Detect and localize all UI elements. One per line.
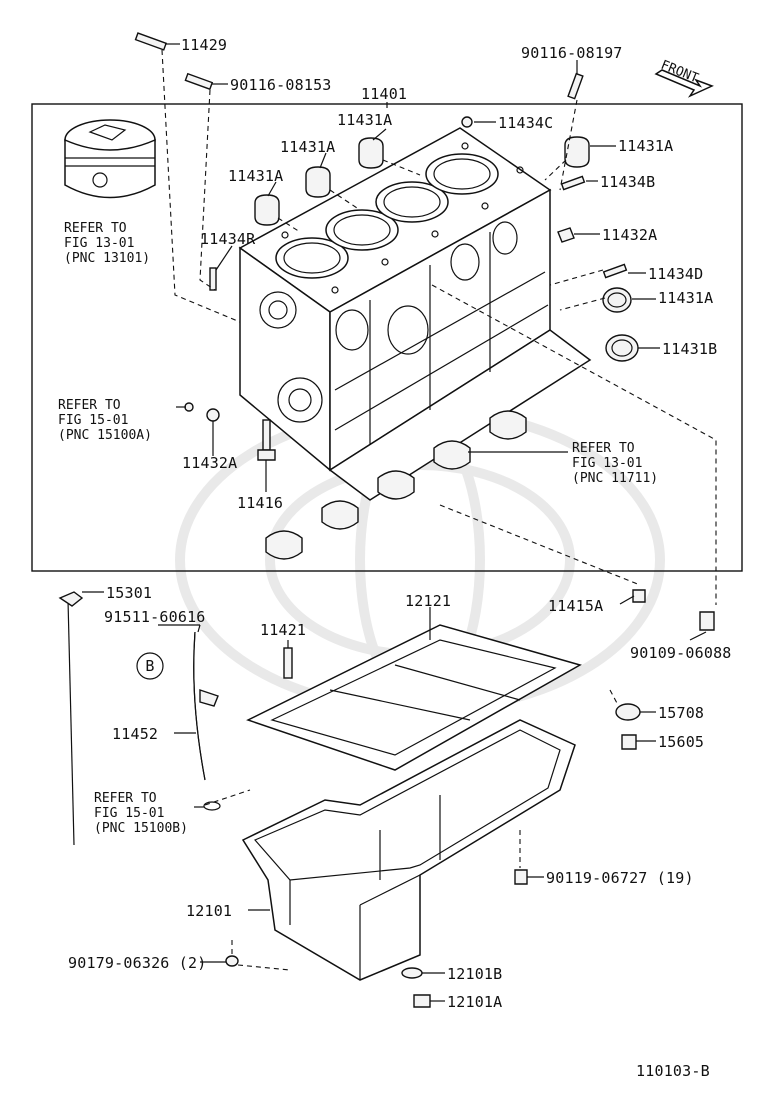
label-90116-08153: 90116-08153 — [230, 76, 332, 94]
label-15301: 15301 — [106, 584, 152, 602]
label-11432a-2: 11432A — [182, 454, 237, 472]
label-90119-06727: 90119-06727 (19) — [546, 869, 694, 887]
refer-2-line-1: REFER TO — [58, 398, 121, 413]
label-90109-06088: 90109-06088 — [630, 644, 732, 662]
label-11401: 11401 — [361, 85, 407, 103]
label-15605: 15605 — [658, 733, 704, 751]
refer-3-line-2: FIG 13-01 — [572, 456, 642, 471]
oil-pan-gasket — [246, 624, 582, 771]
refer-2-line-3: (PNC 15100A) — [58, 428, 152, 443]
refer-note-2: REFER TO FIG 15-01 (PNC 15100A) — [58, 398, 152, 443]
assembly-dashed-lines — [161, 49, 717, 971]
refer-note-3: REFER TO FIG 13-01 (PNC 11711) — [572, 441, 658, 486]
label-90179-06326: 90179-06326 (2) — [68, 954, 206, 972]
cylinder-block — [238, 127, 592, 501]
label-11452: 11452 — [112, 725, 158, 743]
label-11432a-1: 11432A — [602, 226, 657, 244]
leader-lines — [82, 43, 707, 1002]
diagram-id: 110103-B — [636, 1062, 710, 1080]
label-11431b: 11431B — [662, 340, 717, 358]
refer-4-line-1: REFER TO — [94, 791, 157, 806]
refer-note-1: REFER TO FIG 13-01 (PNC 13101) — [64, 221, 150, 266]
label-11431a-3: 11431A — [228, 167, 283, 185]
refer-3-line-1: REFER TO — [572, 441, 635, 456]
piston-reference — [64, 119, 156, 199]
label-15708: 15708 — [658, 704, 704, 722]
refer-4-line-2: FIG 15-01 — [94, 806, 164, 821]
label-11434c: 11434C — [498, 114, 553, 132]
refer-3-line-3: (PNC 11711) — [572, 471, 658, 486]
label-12121: 12121 — [405, 592, 451, 610]
label-11431a-1: 11431A — [337, 111, 392, 129]
label-90116-08197: 90116-08197 — [521, 44, 623, 62]
main-bearings — [265, 410, 527, 560]
small-hardware — [134, 32, 628, 461]
label-91511-60616: 91511-60616 — [104, 608, 206, 626]
label-11431a-2: 11431A — [280, 138, 335, 156]
label-11416: 11416 — [237, 494, 283, 512]
core-plugs-11431a — [254, 136, 639, 362]
refer-1-line-2: FIG 13-01 — [64, 236, 134, 251]
label-11434b: 11434B — [600, 173, 655, 191]
oil-pan — [241, 719, 576, 981]
label-12101: 12101 — [186, 902, 232, 920]
label-11431a-4: 11431A — [618, 137, 673, 155]
refer-1-line-1: REFER TO — [64, 221, 127, 236]
label-11434r: 11434R — [200, 230, 256, 248]
refer-note-4: REFER TO FIG 15-01 (PNC 15100B) — [94, 791, 188, 836]
refer-2-line-2: FIG 15-01 — [58, 413, 128, 428]
label-11429: 11429 — [181, 36, 227, 54]
label-12101b: 12101B — [447, 965, 502, 983]
label-11421: 11421 — [260, 621, 306, 639]
part-number-labels: 11429 90116-08153 90116-08197 11401 1143… — [68, 36, 732, 1080]
callout-b: B — [136, 652, 164, 680]
dipstick — [58, 591, 84, 846]
refer-1-line-3: (PNC 13101) — [64, 251, 150, 266]
label-11431a-5: 11431A — [658, 289, 713, 307]
front-arrow-icon: FRONT — [654, 58, 714, 98]
label-11434d: 11434D — [648, 265, 703, 283]
refer-4-line-3: (PNC 15100B) — [94, 821, 188, 836]
label-12101a: 12101A — [447, 993, 502, 1011]
label-11415a: 11415A — [548, 597, 603, 615]
dipstick-guide — [193, 631, 221, 811]
callout-b-letter: B — [145, 657, 154, 675]
